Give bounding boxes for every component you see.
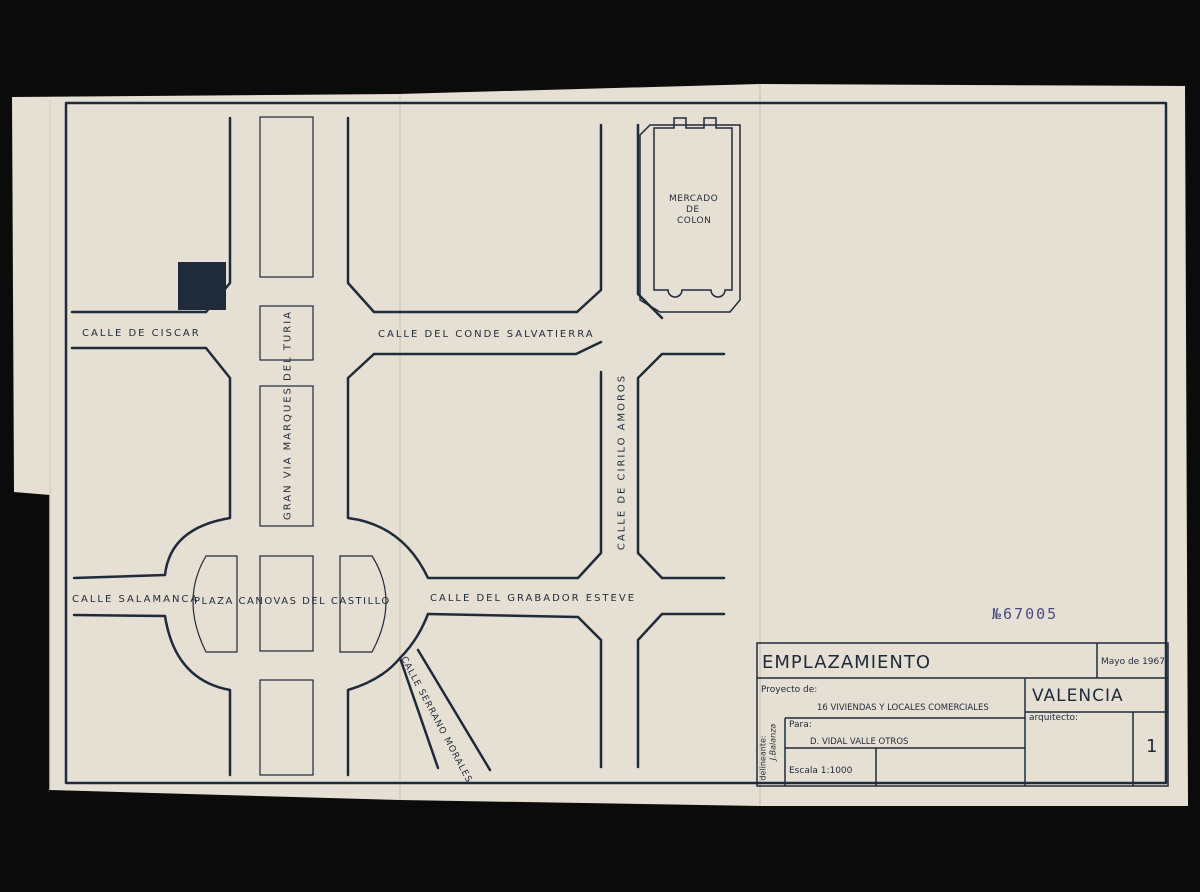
title-block (756, 642, 1169, 787)
map-frame (64, 101, 1168, 785)
street-edge (636, 123, 664, 320)
registration-stamp: №67005 (992, 605, 1059, 623)
street-edge (398, 612, 440, 770)
title-block-title: EMPLAZAMIENTO (762, 652, 931, 673)
project-site (178, 262, 226, 310)
street-edge (426, 612, 603, 769)
street-label-plaza: PLAZA CANOVAS DEL CASTILLO (194, 596, 391, 607)
title-block-date: Mayo de 1967 (1101, 657, 1165, 667)
street-edge (70, 346, 232, 580)
arquitecto-label: arquitecto: (1029, 713, 1079, 723)
median-block (259, 679, 314, 776)
street-edge (636, 352, 726, 580)
median-block (259, 385, 314, 527)
plaza-half-right (339, 555, 387, 653)
proyecto-label: Proyecto de: (761, 685, 818, 695)
street-label-cirilo-amoros: CALLE DE CIRILO AMOROS (616, 373, 628, 551)
street-label-calle-salamanca: CALLE SALAMANCA (72, 594, 200, 605)
street-label-grabador-esteve: CALLE DEL GRABADOR ESTEVE (430, 593, 637, 604)
street-edge (346, 116, 603, 314)
proyecto-value: 16 VIVIENDAS Y LOCALES COMERCIALES (817, 703, 989, 713)
delineante-name: J.Balanza (768, 723, 778, 761)
median-block (259, 305, 314, 361)
median-block (259, 116, 314, 278)
street-edge (72, 613, 232, 777)
street-edge (346, 340, 603, 580)
street-edge (636, 612, 726, 769)
mercado-inner (653, 117, 733, 298)
street-edge (416, 648, 492, 772)
mercado-label-line3: COLON (677, 216, 712, 226)
street-label-gran-via: GRAN VIA MARQUES DEL TURIA (282, 310, 294, 520)
median-block (259, 555, 314, 652)
mercado-label-line2: DE (686, 205, 700, 215)
street-edge (346, 656, 402, 777)
street-label-conde-salvatierra: CALLE DEL CONDE SALVATIERRA (378, 329, 595, 340)
para-value: D. VIDAL VALLE OTROS (810, 737, 909, 747)
plaza-half-left (192, 555, 238, 653)
escala-label: Escala 1:1000 (789, 766, 853, 776)
mercado-label-line1: MERCADO (669, 194, 719, 204)
street-label-calle-ciscar: CALLE DE CISCAR (82, 328, 201, 339)
sheet-number: 1 (1146, 736, 1158, 757)
mercado-outer (639, 124, 741, 313)
city-name: VALENCIA (1032, 686, 1124, 706)
para-label: Para: (789, 720, 812, 730)
delineante-label: delineante: (758, 735, 768, 781)
